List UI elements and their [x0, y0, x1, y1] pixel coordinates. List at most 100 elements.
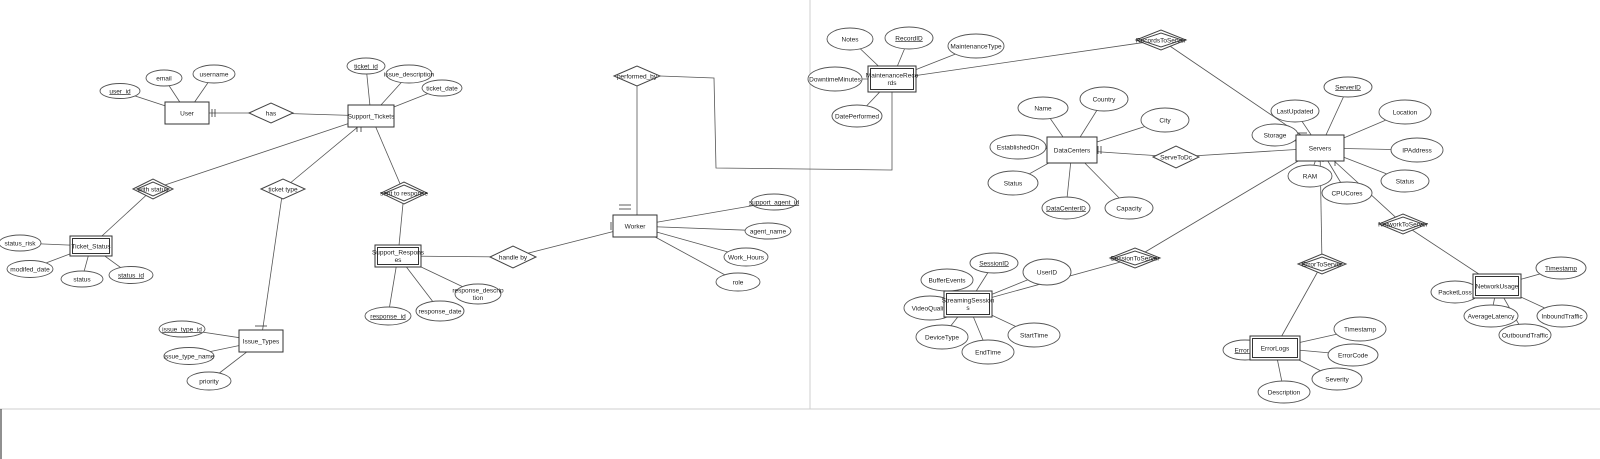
attribute-country[interactable]: Country	[1079, 86, 1129, 112]
attribute-packet_loss[interactable]: PacketLoss	[1430, 280, 1480, 304]
attribute-shape	[421, 79, 463, 97]
attribute-city[interactable]: City	[1140, 107, 1190, 133]
attribute-priority[interactable]: priority	[186, 371, 232, 391]
attribute-severity[interactable]: Severity	[1311, 367, 1363, 391]
attribute-work_hours[interactable]: Work_Hours	[723, 247, 769, 267]
entity-servers[interactable]: Servers	[1295, 134, 1345, 162]
relationship-inner-shape	[383, 184, 425, 202]
relationship-records_to_server[interactable]: RecordsToServer	[1134, 29, 1188, 51]
attribute-label: InboundTraffic	[1541, 313, 1583, 320]
attribute-username[interactable]: username	[192, 64, 236, 84]
attribute-status_id[interactable]: status_id	[108, 266, 154, 284]
attribute-server_id[interactable]: ServerID	[1323, 76, 1373, 98]
attribute-datacenter_id[interactable]: DataCenterID	[1041, 196, 1091, 220]
relationship-inner-shape	[1381, 216, 1425, 232]
relationship-inner-shape	[1300, 256, 1344, 272]
attribute-description[interactable]: Description	[1257, 380, 1311, 404]
attribute-device_type[interactable]: DeviceType	[915, 324, 969, 350]
attribute-shape	[884, 26, 934, 50]
attribute-storage[interactable]: Storage	[1251, 123, 1299, 147]
attribute-date_performed[interactable]: DatePerformed	[831, 104, 883, 128]
rel-link-ticket_type-support_tickets	[282, 115, 372, 190]
attribute-user_id2[interactable]: UserID	[1022, 258, 1072, 286]
attribute-label: LastUpdated	[1277, 108, 1314, 115]
attribute-response_date[interactable]: response_date	[415, 300, 465, 322]
attribute-cpu_cores[interactable]: CPUCores	[1321, 181, 1373, 205]
attribute-average_latency[interactable]: AverageLatency	[1463, 304, 1519, 328]
attribute-label: support_agent_id	[749, 199, 800, 206]
attribute-location[interactable]: Location	[1378, 99, 1432, 125]
relationship-ticket_type[interactable]: ticket type	[259, 178, 307, 200]
entity-errorlogs[interactable]: ErrorLogs	[1249, 335, 1301, 361]
attribute-issue_description[interactable]: issue_description	[384, 64, 435, 84]
entity-inner-box	[72, 238, 110, 254]
attribute-inbound_traffic[interactable]: InboundTraffic	[1536, 304, 1588, 328]
attribute-timestamp_nu[interactable]: Timestamp	[1535, 256, 1587, 280]
attribute-role[interactable]: role	[715, 272, 761, 292]
entity-issue_types[interactable]: Issue_Types	[238, 329, 284, 353]
attribute-outbound_traffic[interactable]: OutboundTraffic	[1498, 323, 1552, 347]
attribute-agent_name[interactable]: agent_name	[744, 222, 792, 240]
attribute-established_on[interactable]: EstablishedOn	[989, 134, 1047, 160]
entity-inner-box	[870, 68, 914, 90]
relationship-has[interactable]: has	[247, 102, 295, 124]
relationship-label: NetworkToServer	[1378, 221, 1429, 228]
attribute-support_agent_id[interactable]: support_agent_id	[749, 193, 800, 211]
entity-networkusage[interactable]: NetworkUsage	[1472, 273, 1522, 299]
attribute-label: UserID	[1037, 269, 1058, 276]
attribute-notes[interactable]: Notes	[826, 27, 874, 51]
attribute-issue_type_name[interactable]: issue_type_name	[163, 347, 215, 365]
attribute-timestamp_el[interactable]: Timestamp	[1333, 316, 1387, 342]
attribute-status_ts[interactable]: status	[60, 270, 104, 288]
attribute-shape	[346, 57, 386, 75]
relationship-performed_by[interactable]: performed_by	[612, 65, 662, 87]
entity-box	[943, 290, 993, 318]
relationship-sent_to_response[interactable]: sent to response	[379, 181, 428, 205]
attribute-buffer_events[interactable]: BufferEvents	[920, 268, 974, 292]
attribute-srv_status[interactable]: Status	[1380, 169, 1430, 193]
attribute-error_code[interactable]: ErrorCode	[1327, 343, 1379, 367]
entity-support_tickets[interactable]: Support_Tickets	[347, 104, 395, 128]
attribute-record_id[interactable]: RecordID	[884, 26, 934, 50]
attribute-dc_name[interactable]: Name	[1017, 96, 1069, 120]
attribute-issue_type_id[interactable]: issue_type_id	[158, 320, 206, 338]
entity-inner-box	[1252, 338, 1298, 358]
attribute-response_id[interactable]: response_id	[364, 306, 412, 326]
attribute-modifed_date[interactable]: modifed_date	[6, 260, 54, 278]
entity-datacenters[interactable]: DataCenters	[1046, 136, 1098, 164]
entity-worker[interactable]: Worker	[612, 214, 658, 238]
entity-ticket_status[interactable]: Ticket_Status	[69, 235, 113, 257]
attribute-label: CPUCores	[1331, 190, 1363, 197]
attribute-last_updated[interactable]: LastUpdated	[1270, 99, 1320, 123]
attribute-label: DatePerformed	[835, 113, 879, 120]
attribute-session_id[interactable]: SessionID	[969, 252, 1019, 274]
attribute-email[interactable]: email	[145, 69, 183, 87]
relationship-error_to_server[interactable]: ErrorToServer	[1296, 253, 1348, 275]
entity-user[interactable]: User	[164, 101, 210, 125]
relationship-with_status[interactable]: with status	[131, 178, 175, 200]
attribute-capacity[interactable]: Capacity	[1104, 196, 1154, 220]
attribute-downtime_minutes[interactable]: DowntimeMinutes	[807, 66, 863, 92]
attribute-ticket_id[interactable]: ticket_id	[346, 57, 386, 75]
attribute-maintenance_type[interactable]: MaintenanceType	[947, 33, 1005, 59]
attribute-label: Status	[1396, 178, 1415, 185]
attribute-end_time[interactable]: EndTime	[961, 339, 1015, 365]
rel-link-maintenance_records-records_to_server	[891, 39, 1162, 80]
attribute-ip_address[interactable]: IPAddress	[1390, 137, 1444, 163]
attribute-user_id[interactable]: user_id	[99, 83, 141, 99]
attribute-ram[interactable]: RAM	[1287, 164, 1333, 188]
attribute-status_risk[interactable]: status_risk	[0, 234, 42, 252]
attribute-shape	[163, 347, 215, 365]
relationship-network_to_server[interactable]: NetworkToServer	[1377, 213, 1429, 235]
relationship-handle_by[interactable]: handle by	[488, 245, 538, 269]
attribute-ticket_date[interactable]: ticket_date	[421, 79, 463, 97]
attribute-dc_status[interactable]: Status	[987, 170, 1039, 196]
attribute-start_time[interactable]: StartTime	[1007, 322, 1061, 348]
relationship-session_to_server[interactable]: SessionToServer	[1108, 247, 1162, 269]
attribute-label: City	[1159, 117, 1171, 124]
relationship-serve_to_dc[interactable]: ServeToDc	[1151, 145, 1201, 169]
